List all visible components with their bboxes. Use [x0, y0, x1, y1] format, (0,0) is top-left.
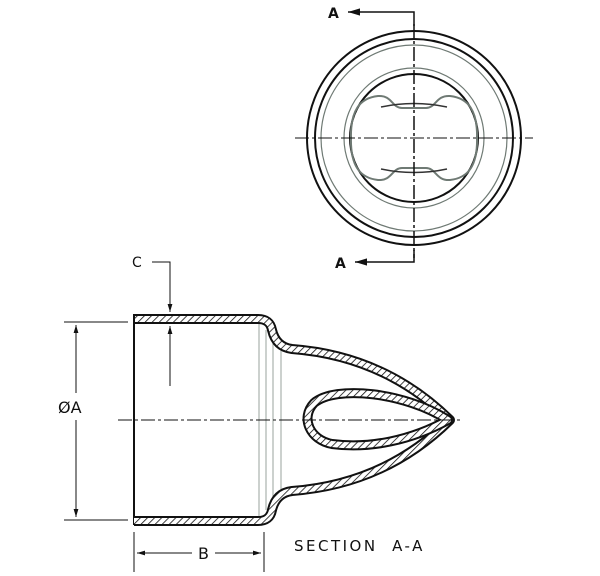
hatched-wall: [133, 314, 455, 526]
dim-length-label: B: [198, 544, 209, 563]
dimension-wall: [152, 261, 173, 386]
dim-diameter-label: ØA: [58, 398, 82, 417]
section-title: SECTION A-A: [294, 537, 425, 555]
dim-wall-label: C: [132, 255, 142, 271]
section-label-top: A: [328, 6, 339, 22]
section-line-bottom: [355, 250, 415, 266]
section-line-top: [348, 8, 415, 26]
dimension-diameter: [64, 321, 128, 521]
dimension-length: [133, 532, 265, 572]
section-label-bottom: A: [335, 256, 346, 272]
top-view: A A: [295, 6, 533, 272]
section-view: ØA B C SECTION A-A: [58, 255, 462, 572]
